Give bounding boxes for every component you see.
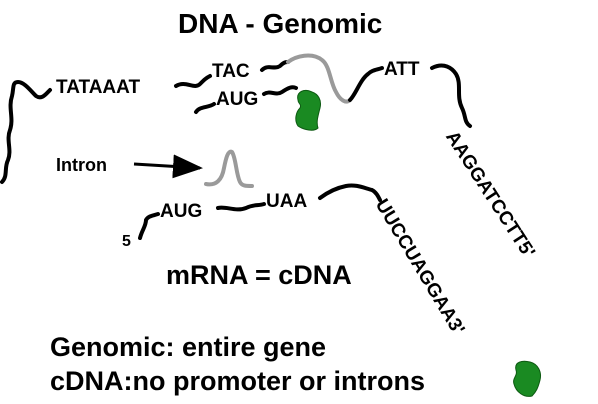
- footer-genomic: Genomic: entire gene: [50, 332, 327, 362]
- footer-cdna: cDNA:no promoter or introns: [50, 366, 425, 396]
- mrna-start-codon: AUG: [160, 201, 203, 222]
- excised-intron: [204, 149, 254, 188]
- genomic-intron-loop: [286, 53, 352, 104]
- mrna-strand-middle: [216, 202, 266, 212]
- template-start-label: TAC: [212, 61, 250, 82]
- genomic-strand-att-tail: [430, 63, 472, 128]
- promoter-label: TATAAAT: [56, 77, 141, 98]
- mrna-5prime-label: 5: [122, 233, 131, 250]
- arrow-icon: [133, 154, 203, 179]
- genomic-strand-aug-link: [194, 102, 216, 114]
- coding-start-label: AUG: [216, 89, 259, 110]
- intron-label: Intron: [56, 155, 107, 175]
- mrna-stop-codon: UAA: [266, 191, 308, 212]
- mrna-strand-after-uaa: [318, 183, 382, 202]
- genomic-strand-promoter-link: [174, 74, 212, 88]
- genomic-strand-left: [0, 79, 52, 184]
- mrna-equals-cdna: mRNA = cDNA: [166, 260, 352, 290]
- enzyme-blob-icon-bottom: [513, 360, 541, 397]
- genomic-strand-aug-tail: [262, 85, 298, 96]
- page-title: DNA - Genomic: [178, 8, 383, 39]
- stop-region-label: ATT: [384, 59, 420, 80]
- genomic-strand-to-att: [348, 66, 384, 102]
- genomic-strand-tac-tail: [260, 60, 290, 72]
- enzyme-blob-icon: [295, 89, 321, 131]
- mrna-strand-5prime: [138, 212, 160, 240]
